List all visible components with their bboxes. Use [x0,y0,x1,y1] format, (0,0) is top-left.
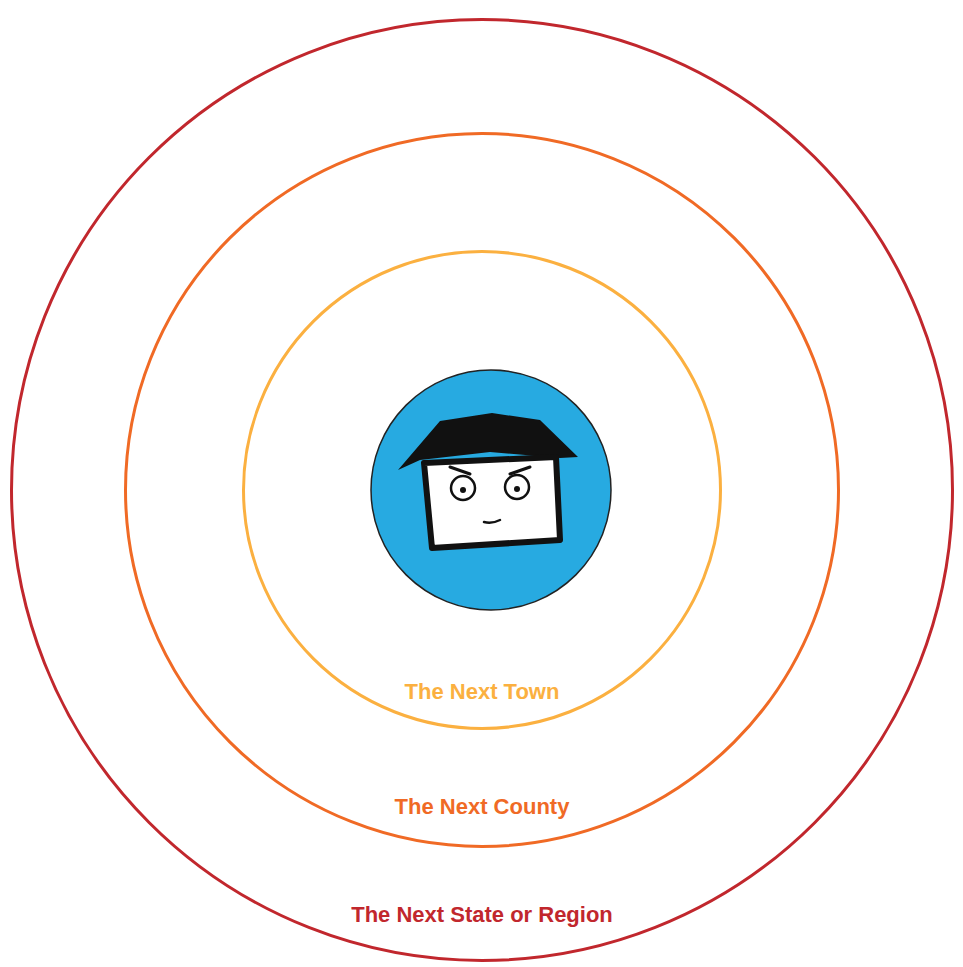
ring-outline [10,18,954,962]
ring-outline [242,250,722,730]
house-pupil [514,486,520,492]
ring-circle [126,134,839,847]
ring-region: The Next Town [242,250,722,730]
ring-label: The Next Town [405,679,560,704]
ring-label: The Next State or Region [351,902,613,927]
ring-circle [12,20,953,961]
house-eyebrow [510,467,530,474]
house-pupil [460,487,466,493]
ring-region: The Next State or RegionThe Next CountyT… [10,18,954,962]
house-eye [451,476,475,500]
ring-region: The Next County The Next Town [124,132,840,848]
home-circle [371,370,611,610]
house-body [424,457,560,548]
ring-outline [124,132,840,848]
house-eye [505,475,529,499]
ring-circle [244,252,721,729]
house-eyebrow [450,467,470,474]
ring-label: The Next County [395,794,570,819]
house-mouth [484,520,500,523]
